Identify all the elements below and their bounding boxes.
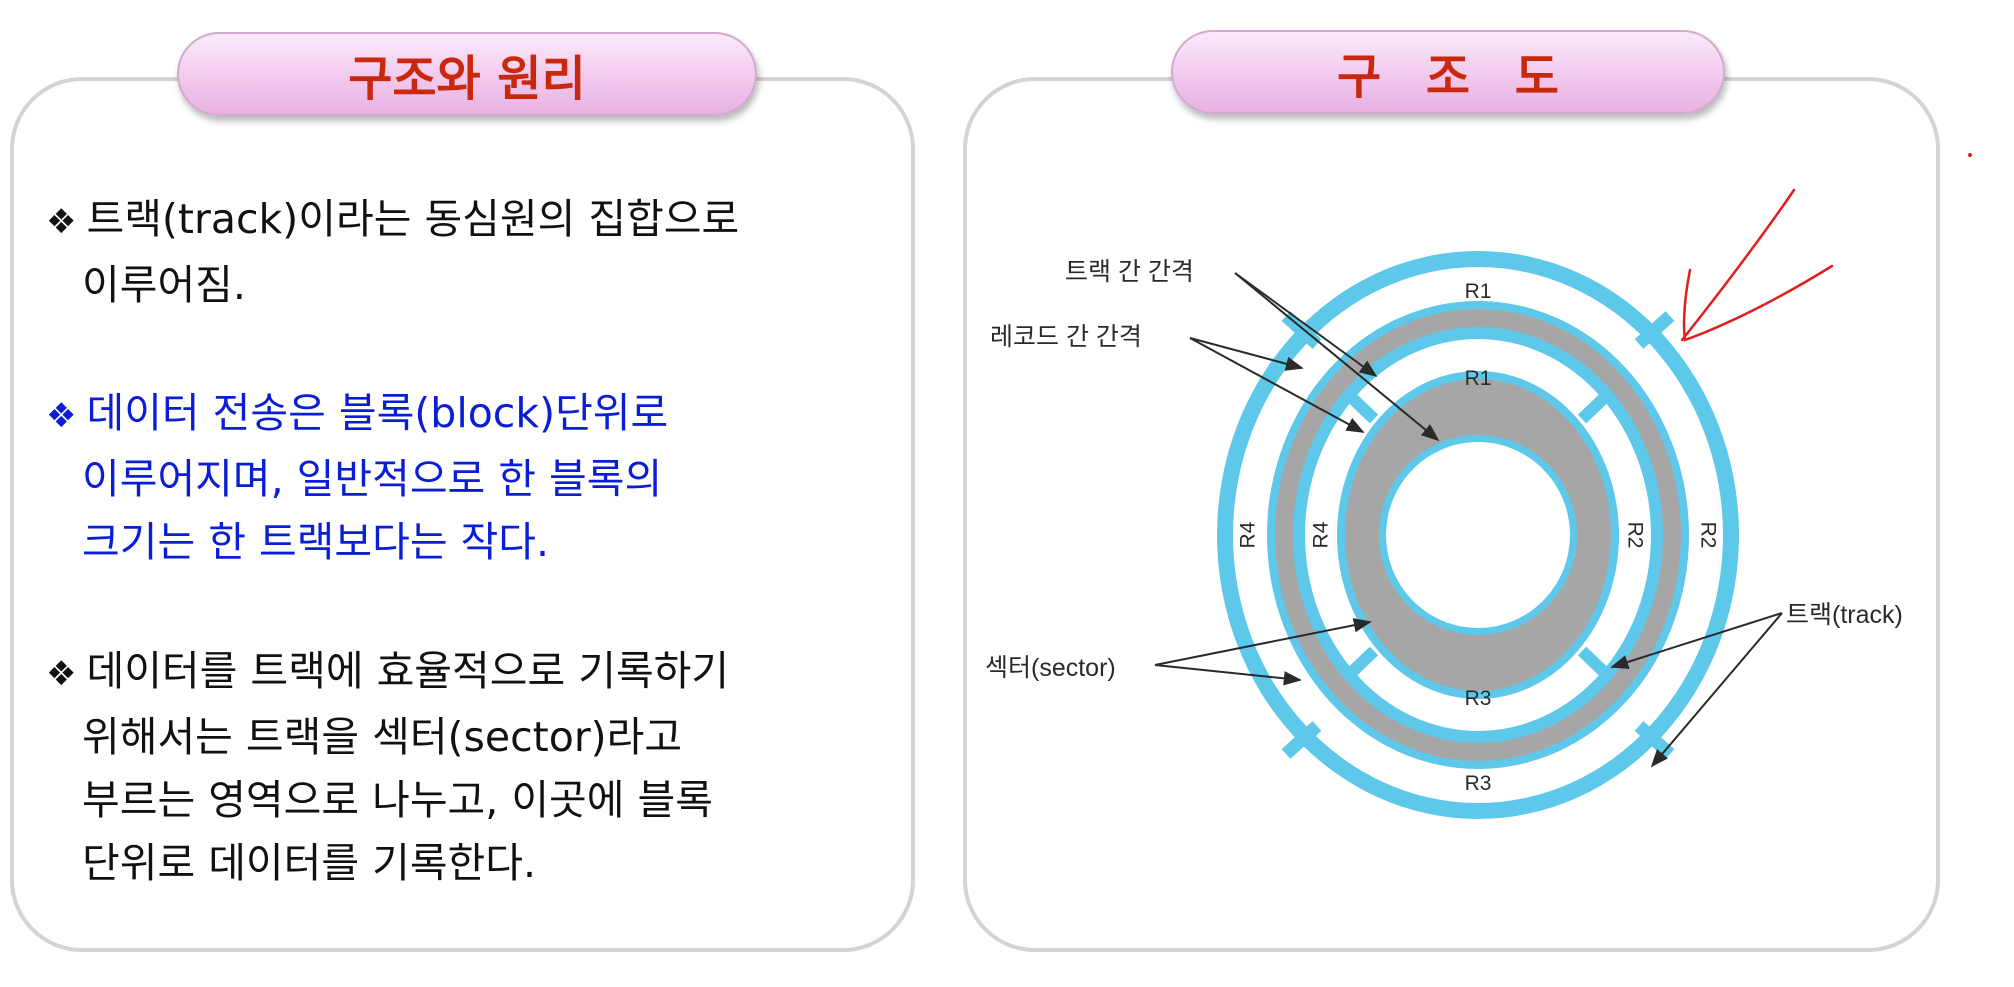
record-gap-arrow [1189,337,1304,371]
outer-record-label: R2 [1696,522,1719,549]
paragraph-line: 이루어짐. [82,261,246,309]
sector-label: 섹터(sector) [985,654,1116,682]
record-gap [1577,393,1609,424]
paragraph-line: ❖트랙(track)이라는 동심원의 집합으로 [46,195,740,243]
paragraph-3: ❖데이터를 트랙에 효율적으로 기록하기 위해서는 트랙을 섹터(sector)… [46,640,896,895]
record-gap [1281,311,1322,349]
record-gap-label: 레코드 간 간격 [990,323,1142,351]
paragraph-line: 위해서는 트랙을 섹터(sector)라고 [82,713,683,761]
diamond-bullet-icon: ❖ [46,654,77,694]
track-label: 트랙(track) [1786,601,1903,629]
diamond-bullet-icon: ❖ [46,202,77,242]
left-panel-title: 구조와 원리 [177,32,757,116]
paragraph-line: 이루어지며, 일반적으로 한 블록의 [82,455,663,503]
track-gap-arrow [1234,272,1440,442]
annotation-dot [1968,153,1972,157]
record-gap [1347,646,1379,677]
sector-arrow [1154,664,1302,686]
track-arrow [1650,612,1783,768]
outer-record-label: R3 [1465,772,1492,795]
inner-record-label: R2 [1623,522,1646,549]
record-gap [1347,393,1379,424]
paragraph-line: ❖데이터 전송은 블록(block)단위로 [46,389,669,437]
inner-record-gaps [1347,393,1609,677]
callout-arrows [1154,272,1783,768]
inner-record-label: R1 [1465,367,1492,390]
outer-record-label: R4 [1237,521,1260,548]
record-gap [1634,311,1675,349]
sector-arrow [1154,618,1372,666]
outer-record-label: R1 [1465,280,1492,303]
paragraph-line: 단위로 데이터를 기록한다. [82,839,537,887]
track-arrow [1610,612,1783,669]
record-gap [1577,646,1609,677]
outer-record-gaps [1281,311,1675,759]
left-panel [10,77,915,952]
track-gap-label: 트랙 간 간격 [1065,258,1194,286]
diamond-bullet-icon: ❖ [46,396,77,436]
right-panel-title: 구 조 도 [1171,30,1725,114]
annotation-stroke [1680,188,1796,342]
inner-record-label: R4 [1310,521,1333,548]
paragraph-line: 부르는 영역으로 나누고, 이곳에 블록 [82,776,713,824]
paragraph-2: ❖데이터 전송은 블록(block)단위로 이루어지며, 일반적으로 한 블록의… [46,382,896,574]
record-gap-arrow [1189,337,1365,433]
inner-record-label: R3 [1465,687,1492,710]
center-hole [1386,442,1570,628]
paragraph-line: ❖데이터를 트랙에 효율적으로 기록하기 [46,647,730,695]
annotation-stroke [1682,264,1834,342]
paragraph-line: 크기는 한 트랙보다는 작다. [82,518,550,566]
track-gap-arrow [1234,272,1378,378]
paragraph-1: ❖트랙(track)이라는 동심원의 집합으로 이루어짐. [46,188,896,317]
record-gap [1281,721,1322,759]
